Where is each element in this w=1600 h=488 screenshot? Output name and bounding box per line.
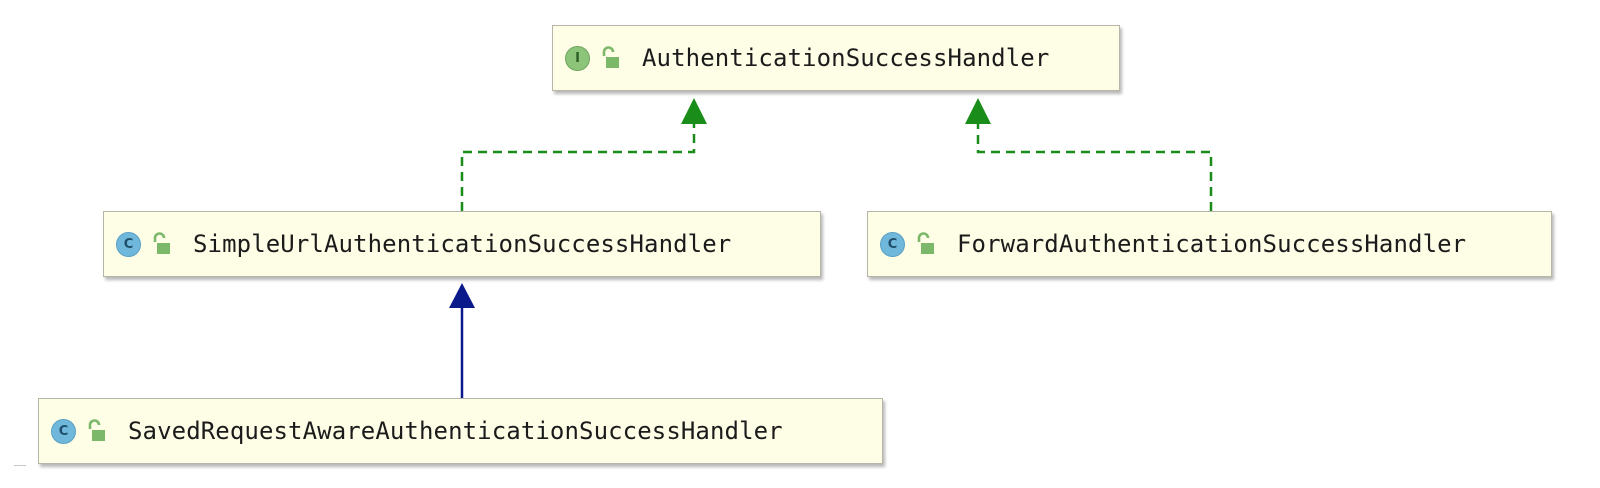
interface-icon: I <box>565 45 590 71</box>
unlock-icon <box>153 232 170 254</box>
node-label: AuthenticationSuccessHandler <box>642 44 1050 72</box>
arrowhead-implements-auth-right <box>965 98 991 124</box>
arrowhead-implements-auth-left <box>681 98 707 124</box>
class-icon: C <box>51 418 76 444</box>
arrowhead-extends-simple <box>449 283 475 308</box>
node-label: SavedRequestAwareAuthenticationSuccessHa… <box>128 417 783 445</box>
uml-node-simple-url-authentication-success-handler[interactable]: C SimpleUrlAuthenticationSuccessHandler <box>103 211 821 277</box>
node-label: ForwardAuthenticationSuccessHandler <box>957 230 1467 258</box>
uml-node-authentication-success-handler[interactable]: I AuthenticationSuccessHandler <box>552 25 1120 91</box>
unlock-icon <box>602 46 619 68</box>
unlock-icon <box>88 419 105 441</box>
unlock-icon <box>917 232 934 254</box>
uml-node-forward-authentication-success-handler[interactable]: C ForwardAuthenticationSuccessHandler <box>867 211 1552 277</box>
class-icon: C <box>880 231 905 257</box>
node-label: SimpleUrlAuthenticationSuccessHandler <box>193 230 732 258</box>
class-icon: C <box>116 231 141 257</box>
edge-forward-implements-auth <box>976 122 1213 211</box>
edge-simple-implements-auth <box>460 122 696 211</box>
uml-node-saved-request-aware-authentication-success-handler[interactable]: C SavedRequestAwareAuthenticationSuccess… <box>38 398 883 464</box>
canvas-edge-mark <box>14 465 26 466</box>
